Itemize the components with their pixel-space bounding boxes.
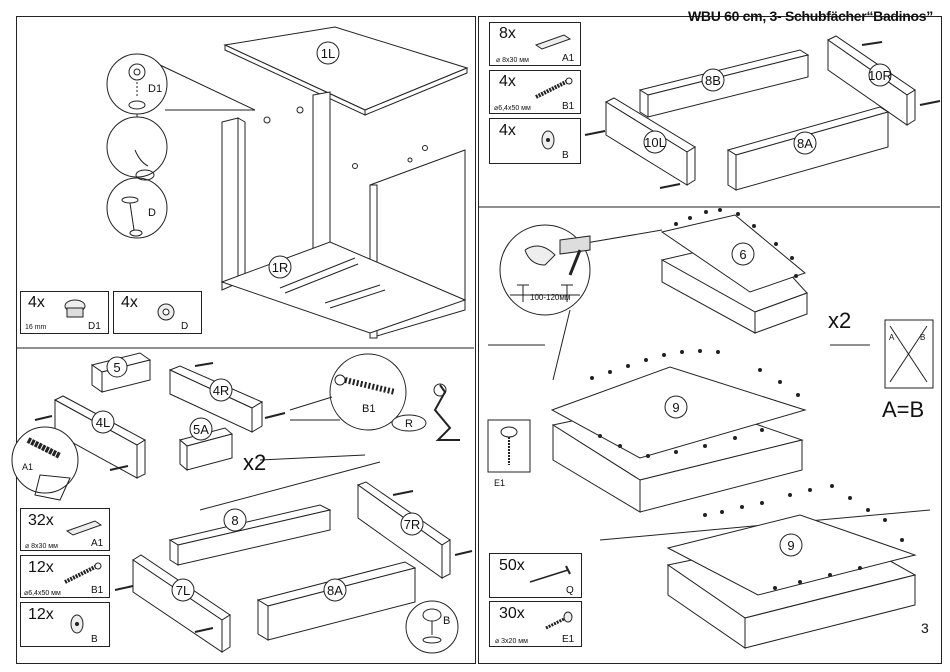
legend-code: B1 <box>562 101 574 112</box>
hammer-dimension: 100-120мм <box>530 293 570 302</box>
part-label-1L: 1L <box>321 46 335 61</box>
legend-size: ⌀ 8x30 мм <box>25 542 58 550</box>
drawer-9-upper-drawing <box>488 367 805 512</box>
screw-icon <box>532 77 576 101</box>
part-label-9-lower: 9 <box>787 538 794 553</box>
fitting-label-D1: D1 <box>148 83 162 95</box>
fitting-label-B: B <box>443 615 450 627</box>
part-label-8A-top: 8A <box>797 136 813 151</box>
legend-d1: 4x 16 mm D1 <box>20 291 109 334</box>
legend-qty: 12x <box>28 559 54 577</box>
legend-qty: 4x <box>499 122 516 140</box>
legend-code: B <box>562 150 569 161</box>
legend-q: 50x Q <box>489 553 582 598</box>
cam-dowel-icon <box>154 300 178 324</box>
legend-b1-right: 4x ⌀6,4x50 мм B1 <box>489 70 581 114</box>
legend-code: Q <box>566 585 574 596</box>
screw-icon <box>61 562 105 586</box>
part-label-8B: 8B <box>705 73 721 88</box>
legend-size: ⌀6,4x50 мм <box>24 589 61 597</box>
legend-qty: 4x <box>121 294 138 312</box>
legend-code: B <box>91 634 98 645</box>
multiplier-right: x2 <box>828 308 851 334</box>
legend-b1-left: 12x ⌀6,4x50 мм B1 <box>20 555 110 598</box>
page-number: 3 <box>921 620 929 636</box>
legend-qty: 50x <box>499 557 525 575</box>
part-label-9-upper: 9 <box>672 400 679 415</box>
legend-size: ⌀ 3x20 мм <box>495 637 528 645</box>
legend-b-left: 12x B <box>20 602 110 647</box>
screw-cap-icon <box>65 611 91 637</box>
legend-size: ⌀6,4x50 мм <box>494 104 531 112</box>
part-label-1R: 1R <box>272 260 289 275</box>
legend-code: A1 <box>91 538 103 549</box>
legend-qty: 32x <box>28 512 54 530</box>
diagonal-a-label: A <box>889 333 895 342</box>
fitting-label-E1: E1 <box>494 478 505 488</box>
legend-e1: 30x ⌀ 3x20 мм E1 <box>489 601 582 647</box>
wood-dowel-icon <box>534 31 574 51</box>
legend-size: ⌀ 8x30 мм <box>496 56 529 64</box>
fitting-label-A1: A1 <box>22 462 33 472</box>
legend-b-right: 4x B <box>489 118 581 164</box>
diagonal-check-drawing <box>885 320 933 388</box>
drawer-side-assembly-drawing <box>115 482 472 653</box>
legend-code: D1 <box>88 321 101 332</box>
legend-a1-left: 32x ⌀ 8x30 мм A1 <box>20 508 110 551</box>
legend-qty: 8x <box>499 25 516 43</box>
wood-dowel-icon <box>65 517 105 537</box>
legend-qty: 4x <box>28 294 45 312</box>
part-label-5A: 5A <box>193 422 209 437</box>
upper-drawer-frame-drawing <box>585 36 940 190</box>
part-label-5: 5 <box>113 360 120 375</box>
drawer-frame-step-drawing <box>12 353 460 500</box>
fitting-label-B1: B1 <box>362 403 375 415</box>
diagonal-b-label: B <box>920 333 925 342</box>
legend-code: B1 <box>91 585 103 596</box>
legend-d: 4x D <box>113 291 202 334</box>
legend-code: D <box>181 321 188 332</box>
legend-code: A1 <box>562 53 574 64</box>
small-screw-icon <box>542 610 576 634</box>
diagonal-equation: A=B <box>882 397 924 423</box>
part-label-4R: 4R <box>213 383 230 398</box>
legend-size: 16 mm <box>25 324 46 331</box>
legend-qty: 12x <box>28 606 54 624</box>
part-label-8A: 8A <box>327 583 343 598</box>
legend-qty: 4x <box>499 73 516 91</box>
legend-a1-right: 8x ⌀ 8x30 мм A1 <box>489 22 581 66</box>
part-label-4L: 4L <box>96 415 110 430</box>
legend-qty: 30x <box>499 605 525 623</box>
multiplier-left: x2 <box>243 450 266 476</box>
nail-icon <box>528 566 572 586</box>
fitting-label-D: D <box>148 207 156 219</box>
fitting-label-R: R <box>405 418 413 430</box>
part-label-8: 8 <box>231 513 238 528</box>
part-label-7R: 7R <box>404 517 421 532</box>
cam-lock-icon <box>61 296 91 322</box>
part-label-6: 6 <box>739 247 746 262</box>
part-label-10R: 10R <box>868 68 892 83</box>
legend-code: E1 <box>562 634 574 645</box>
part-label-10L: 10L <box>644 135 666 150</box>
screw-cap-icon <box>536 127 562 153</box>
part-label-7L: 7L <box>176 583 190 598</box>
